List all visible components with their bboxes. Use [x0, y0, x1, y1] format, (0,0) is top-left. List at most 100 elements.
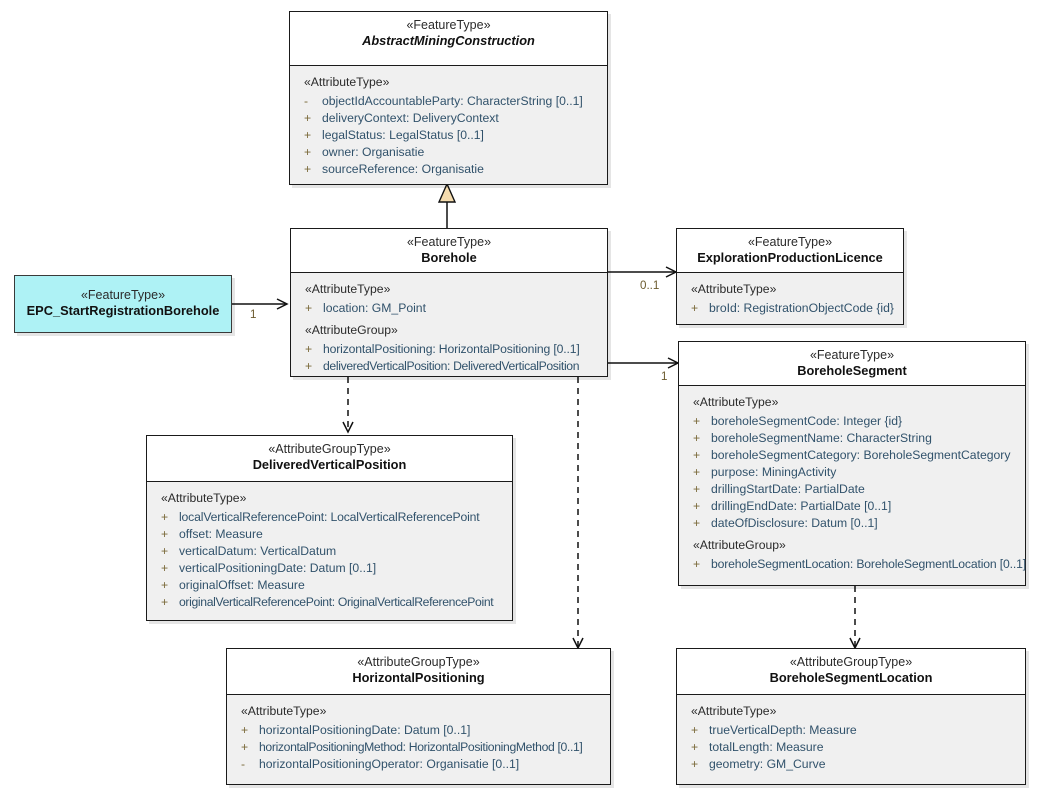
attribute-text: originalOffset: Measure [179, 578, 305, 592]
class-name: HorizontalPositioning [352, 670, 485, 685]
visibility-marker: + [305, 342, 313, 356]
attribute-row[interactable]: -horizontalPositioningOperator: Organisa… [227, 756, 610, 773]
class-stereotype: «FeatureType» [80, 288, 166, 302]
attribute-text: deliveryContext: DeliveryContext [322, 111, 499, 125]
attribute-row[interactable]: +offset: Measure [147, 526, 512, 543]
attribute-text: originalVerticalReferencePoint: Original… [179, 595, 494, 609]
class-body: «AttributeType» -objectIdAccountablePart… [290, 66, 607, 185]
class-body: «AttributeType» +location: GM_Point «Att… [291, 273, 607, 382]
attribute-row[interactable]: +drillingStartDate: PartialDate [679, 481, 1025, 498]
class-name: BoreholeSegmentLocation [769, 670, 933, 685]
class-stereotype: «AttributeGroupType» [357, 655, 480, 669]
class-horizontal-positioning[interactable]: «AttributeGroupType» HorizontalPositioni… [226, 648, 611, 785]
visibility-marker: + [161, 595, 169, 609]
attribute-row[interactable]: + deliveryContext: DeliveryContext [290, 110, 607, 127]
attribute-row[interactable]: + boreholeSegmentName: CharacterString [679, 430, 1025, 447]
class-body: «AttributeType» + boreholeSegmentCode: In… [679, 386, 1026, 580]
visibility-marker: + [691, 301, 699, 315]
class-body: «AttributeType» + broId: RegistrationObje… [677, 273, 903, 324]
visibility-marker: + [304, 145, 312, 159]
section-label: «AttributeType» [691, 282, 777, 296]
attribute-row[interactable]: +verticalDatum: VerticalDatum [147, 543, 512, 560]
class-stereotype: «FeatureType» [406, 18, 491, 32]
attribute-row[interactable]: +horizontalPositioningMethod: Horizontal… [227, 739, 610, 756]
class-borehole[interactable]: «FeatureType» Borehole «AttributeType» +… [290, 228, 608, 377]
visibility-marker: + [304, 162, 312, 176]
attribute-row[interactable]: + geometry: GM_Curve [677, 756, 1025, 773]
attribute-text: verticalPositioningDate: Datum [0..1] [179, 561, 377, 575]
visibility-marker: + [304, 128, 312, 142]
attribute-text: boreholeSegmentLocation: BoreholeSegment… [711, 557, 1026, 571]
attribute-row[interactable]: +location: GM_Point [291, 300, 607, 317]
section-label: «AttributeType» [161, 491, 247, 505]
attribute-row[interactable]: + horizontalPositioning: HorizontalPositi… [291, 341, 607, 358]
attribute-text: location: GM_Point [323, 301, 426, 315]
visibility-marker: + [693, 557, 701, 571]
class-stereotype: «FeatureType» [406, 235, 492, 249]
visibility-marker: + [161, 544, 169, 558]
attribute-text: geometry: GM_Curve [709, 757, 826, 771]
visibility-marker: + [161, 527, 169, 541]
attribute-text: totalLength: Measure [709, 740, 824, 754]
class-header: «AttributeGroupType» DeliveredVerticalPo… [147, 436, 512, 482]
class-header: «FeatureType» EPC_StartRegistrationBoreh… [15, 276, 231, 331]
visibility-marker: + [693, 431, 701, 445]
class-borehole-segment-location[interactable]: «AttributeGroupType» BoreholeSegmentLoca… [676, 648, 1026, 785]
section-label: «AttributeType» [693, 395, 779, 409]
class-header: «FeatureType» ExplorationProductionLicen… [677, 229, 903, 273]
class-header: «AttributeGroupType» BoreholeSegmentLoca… [677, 649, 1025, 695]
class-delivered-vertical-position[interactable]: «AttributeGroupType» DeliveredVerticalPo… [146, 435, 513, 621]
attribute-text: boreholeSegmentName: CharacterString [711, 431, 932, 445]
section-label: «AttributeGroup» [693, 538, 786, 552]
attribute-row[interactable]: +localVerticalReferencePoint: LocalVerti… [147, 509, 512, 526]
attribute-row[interactable]: + trueVerticalDepth: Measure [677, 722, 1025, 739]
class-abstract-mining-construction[interactable]: «FeatureType» AbstractMiningConstruction… [289, 11, 608, 185]
attribute-row[interactable]: +purpose: MiningActivity [679, 464, 1025, 481]
attribute-row[interactable]: +deliveredVerticalPosition: DeliveredVer… [291, 358, 607, 375]
attribute-text: boreholeSegmentCode: Integer {id} [711, 414, 903, 428]
attribute-row[interactable]: + verticalPositioningDate: Datum [0..1] [147, 560, 512, 577]
visibility-marker: + [693, 448, 701, 462]
class-exploration-production-licence[interactable]: «FeatureType» ExplorationProductionLicen… [676, 228, 904, 325]
visibility-marker: + [304, 111, 312, 125]
class-stereotype: «AttributeGroupType» [789, 655, 913, 669]
multiplicity-borehole-to-licence: 0..1 [640, 279, 660, 292]
class-body: «AttributeType» +localVerticalReferenceP… [147, 482, 512, 618]
attribute-row[interactable]: +drillingEndDate: PartialDate [0..1] [679, 498, 1025, 515]
attribute-row[interactable]: +horizontalPositioningDate: Datum [0..1] [227, 722, 610, 739]
multiplicity-epc-to-borehole: 1 [250, 308, 257, 321]
attribute-row[interactable]: + boreholeSegmentCode: Integer {id} [679, 413, 1025, 430]
visibility-marker: + [693, 465, 701, 479]
attribute-text: horizontalPositioning: HorizontalPositio… [323, 342, 580, 356]
class-borehole-segment[interactable]: «FeatureType» BoreholeSegment «Attribute… [678, 341, 1026, 586]
attribute-text: trueVerticalDepth: Measure [709, 723, 857, 737]
attribute-row[interactable]: + boreholeSegmentLocation: BoreholeSegmen… [679, 556, 1026, 573]
attribute-text: drillingStartDate: PartialDate [711, 482, 865, 496]
attribute-text: objectIdAccountableParty: CharacterStrin… [322, 94, 583, 108]
attribute-row[interactable]: + legalStatus: LegalStatus [0..1] [290, 127, 607, 144]
attribute-row[interactable]: + broId: RegistrationObjectCode {id} [677, 300, 903, 317]
attribute-text: sourceReference: Organisatie [322, 162, 484, 176]
attribute-text: legalStatus: LegalStatus [0..1] [322, 128, 484, 142]
attribute-row[interactable]: + originalVerticalReferencePoint: Origina… [147, 594, 512, 611]
class-epc-start-registration-borehole[interactable]: «FeatureType» EPC_StartRegistrationBoreh… [14, 275, 232, 333]
visibility-marker: - [304, 94, 309, 108]
visibility-marker: + [693, 414, 701, 428]
section-label: «AttributeType» [241, 704, 327, 718]
attribute-text: broId: RegistrationObjectCode {id} [709, 301, 894, 315]
visibility-marker: + [691, 723, 699, 737]
visibility-marker: + [161, 561, 169, 575]
attribute-row[interactable]: +owner: Organisatie [290, 144, 607, 161]
section-label: «AttributeGroup» [305, 323, 398, 337]
attribute-row[interactable]: +boreholeSegmentCategory: BoreholeSegmen… [679, 447, 1025, 464]
attribute-row[interactable]: +originalOffset: Measure [147, 577, 512, 594]
class-stereotype: «FeatureType» [809, 348, 895, 362]
attribute-row[interactable]: -objectIdAccountableParty: CharacterStri… [290, 93, 607, 110]
class-header: «FeatureType» Borehole [291, 229, 607, 273]
attribute-row[interactable]: +totalLength: Measure [677, 739, 1025, 756]
visibility-marker: + [691, 757, 699, 771]
class-header: «FeatureType» BoreholeSegment [679, 342, 1025, 386]
attribute-row[interactable]: + sourceReference: Organisatie [290, 161, 607, 178]
class-name: ExplorationProductionLicence [697, 250, 883, 265]
attribute-row[interactable]: +dateOfDisclosure: Datum [0..1] [679, 515, 1025, 532]
